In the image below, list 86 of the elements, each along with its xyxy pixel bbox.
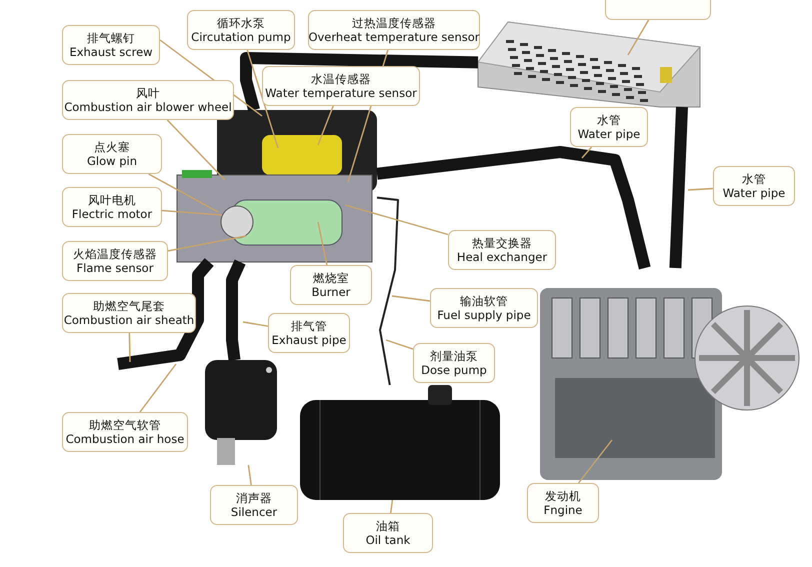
leader-line	[242, 321, 268, 327]
part-name: 助燃空气尾套	[93, 299, 165, 313]
part-name: Water pipe	[722, 186, 786, 200]
leader-line	[390, 500, 394, 514]
part-name: 消声器	[236, 491, 272, 505]
part-name: Exhaust pipe	[272, 333, 346, 347]
leader-line	[128, 332, 131, 362]
oil-tank-drawing	[300, 385, 500, 500]
part-name: 排气螺钉	[87, 31, 135, 45]
part-name: 热量交换器	[472, 236, 532, 250]
part-name: Heal exchanger	[456, 250, 548, 264]
part-name: Dose pump	[421, 363, 487, 377]
leader-line	[688, 188, 714, 191]
callout-box	[413, 343, 495, 383]
leader-line	[392, 295, 430, 302]
part-name: Combustion air hose	[66, 432, 184, 446]
part-name: 循环水泵	[217, 16, 265, 30]
part-name: Fuel supply pipe	[437, 308, 531, 322]
callout-box	[343, 513, 433, 553]
part-name: Burner	[312, 285, 350, 299]
callout-box	[62, 80, 234, 120]
part-name: 水温传感器	[311, 72, 371, 86]
part-name: Combustion air blower wheel	[64, 100, 232, 114]
leader-line	[344, 204, 448, 236]
part-name: Fngine	[544, 503, 582, 517]
leader-line	[317, 222, 328, 266]
callout-box	[62, 293, 196, 333]
callout-box	[262, 66, 420, 106]
callout-box	[448, 230, 556, 270]
leader-line	[148, 173, 218, 213]
part-name: Oil tank	[366, 533, 410, 547]
part-name: 水管	[742, 172, 766, 186]
leader-line	[248, 464, 252, 486]
part-name: 风叶	[136, 86, 160, 100]
part-name: Silencer	[230, 505, 278, 519]
callout-box	[570, 107, 648, 147]
part-name: Water temperature sensor	[265, 86, 417, 100]
part-name: Combustion air sheath	[64, 313, 194, 327]
callout-box	[430, 288, 538, 328]
part-name: 过热温度传感器	[352, 16, 436, 30]
exhaust-pipe	[226, 260, 246, 361]
part-name: 助燃空气软管	[89, 418, 161, 432]
part-name: 剂量油泵	[430, 349, 478, 363]
leader-line	[578, 440, 613, 484]
callout-box	[210, 485, 298, 525]
leader-line	[139, 364, 177, 412]
callout-box	[713, 166, 795, 206]
part-name: 油箱	[376, 519, 400, 533]
leader-line	[166, 120, 226, 180]
callout-box	[62, 187, 162, 227]
leader-line	[168, 235, 246, 252]
leader-line	[627, 20, 650, 56]
callout-box	[308, 10, 480, 50]
callout-box	[187, 10, 295, 50]
callout-box	[290, 265, 372, 305]
part-name: Overheat temperature sensor	[308, 30, 480, 44]
callout-box	[268, 313, 350, 353]
part-name: 风叶电机	[88, 193, 136, 207]
engine-drawing	[540, 288, 800, 480]
air-hose	[117, 258, 214, 370]
part-name: 燃烧室	[313, 271, 349, 285]
part-name: Flectric motor	[72, 207, 152, 221]
callout-box	[62, 134, 162, 174]
fuel-line	[376, 196, 399, 386]
part-name: 发动机	[545, 489, 581, 503]
part-name: Water pipe	[578, 127, 640, 141]
silencer-drawing	[205, 360, 277, 465]
callout-box	[62, 412, 188, 452]
part-name: Glow pin	[87, 154, 137, 168]
leader-line	[581, 146, 592, 158]
part-name: Exhaust screw	[69, 45, 153, 59]
callout-box	[62, 25, 160, 65]
part-name: 火焰温度传感器	[73, 247, 157, 261]
part-name: Flame sensor	[76, 261, 154, 275]
callout-box	[527, 483, 599, 523]
leader-line	[246, 50, 279, 148]
leader-line	[162, 210, 222, 216]
callout-box	[62, 241, 168, 281]
part-name: 排气管	[291, 319, 327, 333]
part-name: 输油软管	[460, 294, 508, 308]
heater-drawing	[176, 110, 377, 262]
leader-line	[386, 339, 414, 350]
part-name: 水管	[597, 113, 621, 127]
water-pipe	[240, 52, 478, 112]
part-name: Circutation pump	[191, 30, 291, 44]
part-name: 点火塞	[94, 140, 130, 154]
